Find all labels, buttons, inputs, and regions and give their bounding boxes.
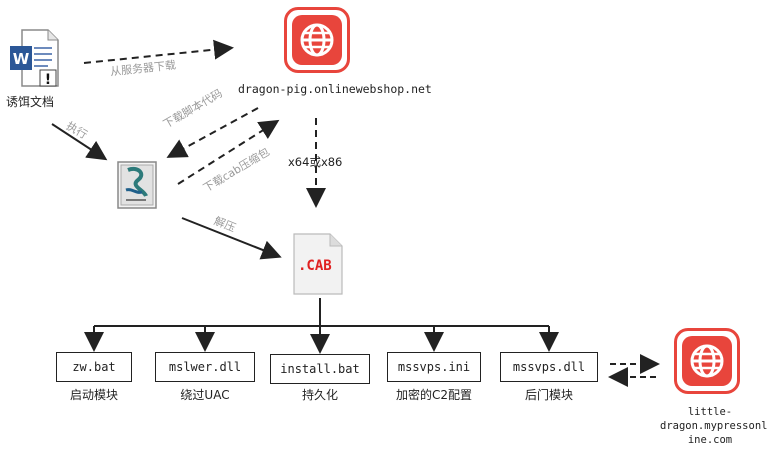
file-caption-zw-bat: 启动模块: [69, 388, 118, 402]
cab-label: .CAB: [298, 258, 332, 274]
file-box-install-bat: install.bat: [270, 354, 370, 384]
file-caption-mssvps-ini: 加密的C2配置: [395, 388, 472, 402]
arrow-execute: [51, 123, 108, 161]
file-box-mssvps-ini: mssvps.ini: [387, 352, 481, 382]
arrow-download-script: [166, 107, 259, 158]
server-globe-icon: [284, 7, 350, 73]
c2-server-domain: little- dragon.mypressonl ine.com: [660, 405, 768, 447]
cab-file-icon: .CAB: [292, 232, 344, 296]
svg-text:!: !: [45, 72, 51, 88]
word-document-icon: W !: [8, 28, 60, 90]
file-box-mslwer-dll: mslwer.dll: [155, 352, 255, 382]
file-box-zw-bat: zw.bat: [56, 352, 132, 382]
script-icon: [116, 160, 158, 210]
arrow-extract: [181, 217, 282, 260]
file-caption-mssvps-dll: 后门模块: [524, 388, 573, 402]
arrow-download-from-server: [83, 39, 234, 64]
file-box-mssvps-dll: mssvps.dll: [500, 352, 598, 382]
c2-domain-line1: little-: [687, 406, 733, 418]
doc-label: 诱饵文档: [6, 95, 55, 109]
svg-text:W: W: [13, 50, 30, 68]
file-caption-mslwer-dll: 绕过UAC: [180, 388, 230, 402]
arrow-download-cab: [177, 119, 280, 185]
c2-domain-line2: dragon.mypressonl: [660, 420, 768, 432]
c2-server-globe-icon: [674, 328, 740, 394]
edge-label-arch: x64或x86: [288, 155, 343, 169]
server1-domain: dragon-pig.onlinewebshop.net: [238, 82, 432, 96]
file-caption-install-bat: 持久化: [301, 388, 338, 402]
c2-domain-line3: ine.com: [687, 434, 733, 446]
